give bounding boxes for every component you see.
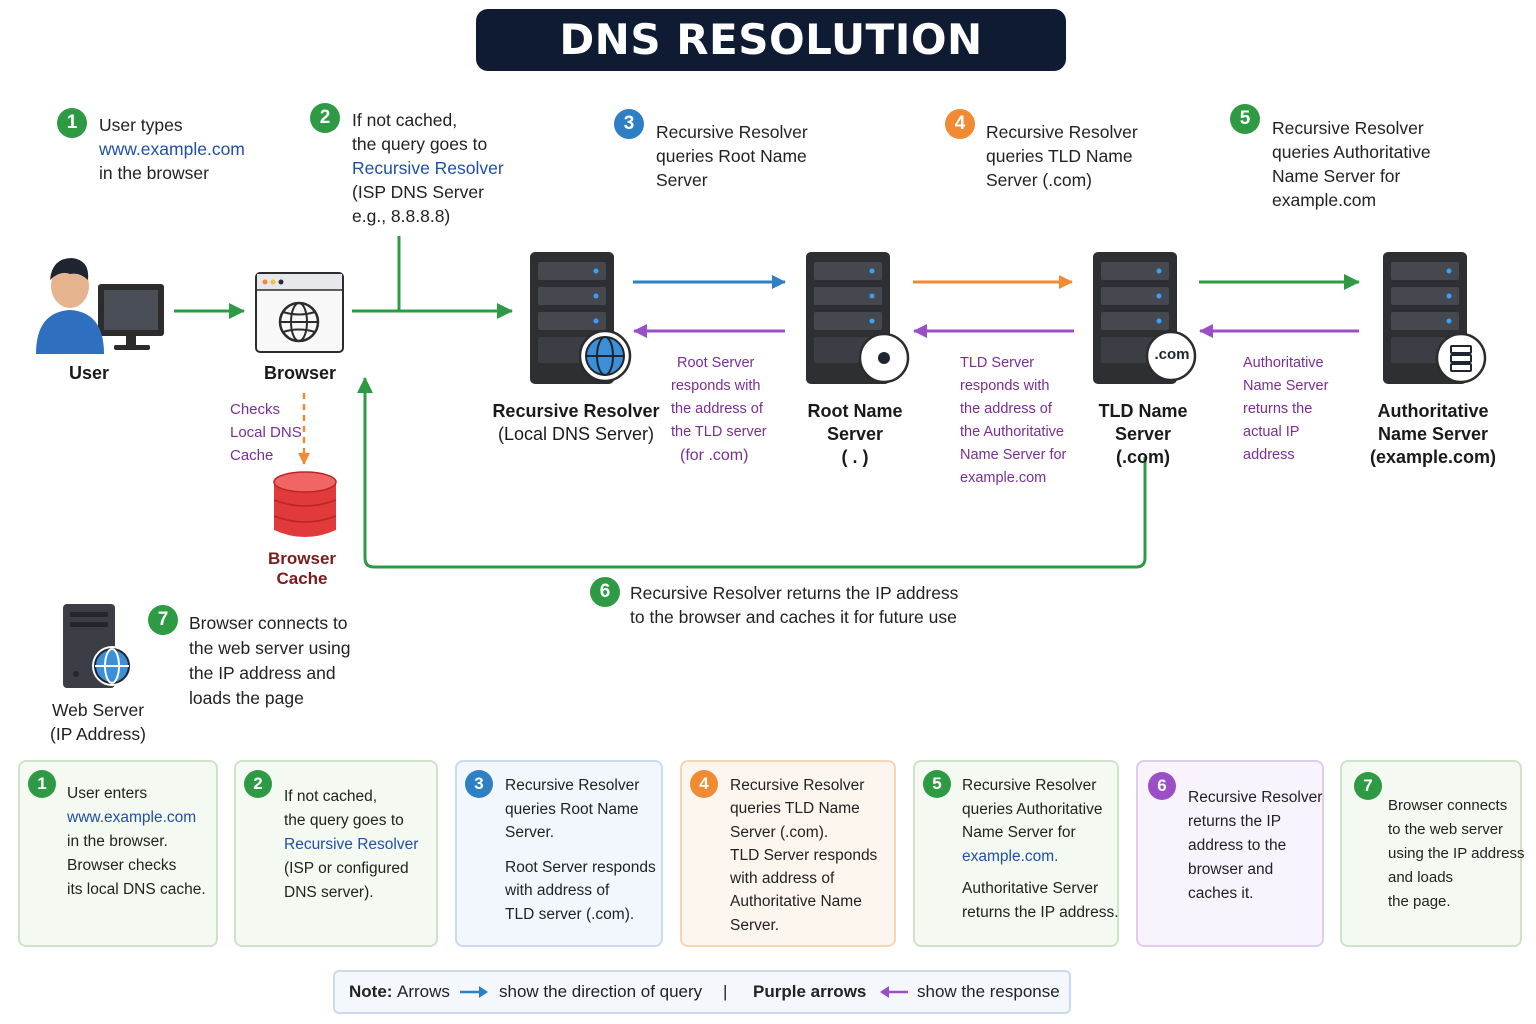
tld-server-label: TLD Name Server(.com)	[1098, 401, 1188, 467]
browser-cache-label: Browser Cache	[267, 549, 337, 588]
server-tld-icon	[1093, 252, 1197, 384]
card-1-badge: 1	[28, 770, 56, 798]
card-7-badge: 7	[1354, 772, 1382, 800]
legend-note: Note: Arrows show the direction of query…	[333, 970, 1071, 1014]
card-5-badge: 5	[923, 770, 951, 798]
legend-note-prefix: Note:	[349, 982, 393, 1001]
legend-query-text: show the direction of query	[499, 982, 703, 1001]
legend-response-arrow-icon	[880, 986, 908, 998]
arrow-return-to-browser	[357, 377, 1147, 569]
browser-label: Browser	[263, 363, 337, 383]
server-root-icon	[806, 252, 910, 384]
step-3-badge: 3	[614, 109, 644, 139]
legend-query-arrow-icon	[460, 986, 488, 998]
root-server-label: Root Name Server( . )	[807, 401, 903, 467]
user-label: User	[68, 363, 110, 383]
tld-badge-label: .com	[1154, 346, 1190, 363]
step-6-text: Recursive Resolver returns the IP addres…	[630, 583, 959, 627]
resolver-label: Recursive Resolver(Local DNS Server)	[492, 401, 660, 444]
step-7-badge: 7	[148, 605, 178, 635]
legend-arrows-text: Arrows	[397, 982, 450, 1001]
user-computer-icon	[36, 258, 164, 354]
step-5-badge: 5	[1230, 104, 1260, 134]
step-6-badge: 6	[590, 577, 620, 607]
server-authoritative-icon	[1383, 252, 1487, 384]
step-2-badge: 2	[310, 103, 340, 133]
legend-purple-text: Purple arrows	[753, 982, 867, 1001]
legend-response-text: show the response	[917, 982, 1060, 1001]
legend-separator: |	[723, 982, 728, 1001]
card-4-badge: 4	[690, 770, 718, 798]
server-globe-icon	[530, 252, 632, 384]
card-6-badge: 6	[1148, 772, 1176, 800]
web-server-label: Web Server(IP Address)	[50, 700, 146, 744]
card-2-badge: 2	[244, 770, 272, 798]
page-title: DNS RESOLUTION PROCESS	[476, 9, 1066, 126]
step-1-badge: 1	[57, 108, 87, 138]
database-icon	[273, 471, 337, 537]
browser-window-icon	[255, 272, 344, 353]
web-server-icon	[63, 604, 132, 688]
step-4-badge: 4	[945, 109, 975, 139]
card-3-badge: 3	[465, 770, 493, 798]
